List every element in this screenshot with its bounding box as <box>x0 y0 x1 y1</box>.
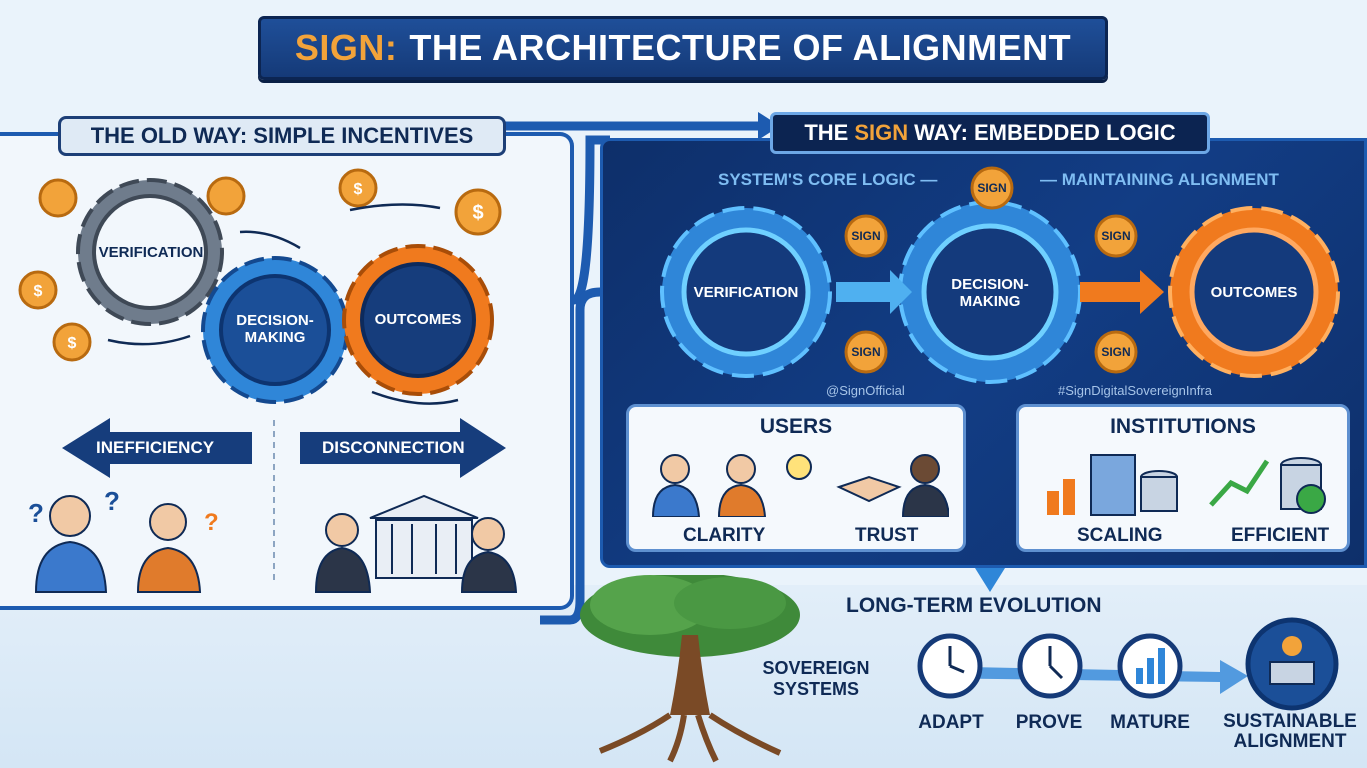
svg-text:?: ? <box>28 498 44 528</box>
title-rest: THE ARCHITECTURE OF ALIGNMENT <box>409 27 1071 69</box>
institutions-panel: INSTITUTIONS SCALING EFFICIENT <box>1016 404 1350 552</box>
scaling-label: SCALING <box>1077 525 1163 547</box>
users-people-icon <box>649 447 949 517</box>
page-title: SIGN: THE ARCHITECTURE OF ALIGNMENT <box>258 16 1108 80</box>
sustainable-alignment-icon <box>1248 620 1336 708</box>
svg-text:$: $ <box>472 202 483 224</box>
institution-building-icon <box>316 496 516 592</box>
maturity-chart-icon <box>1120 636 1180 696</box>
old-gear-outcomes-label: OUTCOMES <box>364 311 472 328</box>
sign-way-label-post: WAY: EMBEDDED LOGIC <box>914 120 1176 146</box>
sign-way-label-accent: SIGN <box>854 120 908 146</box>
sign-gear-verification-label: VERIFICATION <box>686 284 806 301</box>
svg-text:?: ? <box>204 509 219 536</box>
clarity-label: CLARITY <box>683 525 765 547</box>
stage-sustainable: SUSTAINABLE ALIGNMENT <box>1218 712 1362 752</box>
old-gear-verification-label: VERIFICATION <box>96 244 206 261</box>
users-panel: USERS CLARITY TRUST <box>626 404 966 552</box>
title-accent: SIGN: <box>295 27 398 69</box>
old-way-diagram: $ $ $ $ ? ? ? <box>0 160 560 600</box>
sign-way-label-pre: THE <box>804 120 848 146</box>
sign-token-4: SIGN <box>1096 229 1136 243</box>
efficient-label: EFFICIENT <box>1231 525 1329 547</box>
sign-gear-outcomes-label: OUTCOMES <box>1194 284 1314 301</box>
old-gear-decision-label: DECISION-MAKING <box>228 312 322 346</box>
stage-prove: PROVE <box>1004 712 1094 734</box>
sign-token-2: SIGN <box>846 345 886 359</box>
svg-text:$: $ <box>68 335 77 352</box>
sign-way-label: THE SIGN WAY: EMBEDDED LOGIC <box>770 112 1210 154</box>
svg-text:?: ? <box>104 486 120 516</box>
institutions-growth-icon <box>1041 447 1331 517</box>
users-title: USERS <box>629 415 963 439</box>
disconnection-label: DISCONNECTION <box>322 438 465 458</box>
sign-token-5: SIGN <box>1096 345 1136 359</box>
handle-right: #SignDigitalSovereignInfra <box>1058 383 1212 398</box>
sovereign-systems-label: SOVEREIGN SYSTEMS <box>756 658 876 700</box>
handle-left: @SignOfficial <box>826 383 905 398</box>
inefficiency-label: INEFFICIENCY <box>96 438 214 458</box>
old-way-label: THE OLD WAY: SIMPLE INCENTIVES <box>58 116 506 156</box>
sign-token-3: SIGN <box>972 181 1012 195</box>
evolution-timeline <box>900 616 1340 716</box>
clock-icon <box>920 636 1080 696</box>
institutions-title: INSTITUTIONS <box>1019 415 1347 439</box>
evolution-title: LONG-TERM EVOLUTION <box>846 594 1102 618</box>
sign-gear-decision-label: DECISION-MAKING <box>940 276 1040 310</box>
svg-text:$: $ <box>34 283 43 300</box>
svg-text:$: $ <box>354 181 363 198</box>
stage-mature: MATURE <box>1100 712 1200 734</box>
stage-adapt: ADAPT <box>906 712 996 734</box>
confused-people-icon: ? ? ? <box>28 486 219 592</box>
sign-token-1: SIGN <box>846 229 886 243</box>
trust-label: TRUST <box>855 525 918 547</box>
